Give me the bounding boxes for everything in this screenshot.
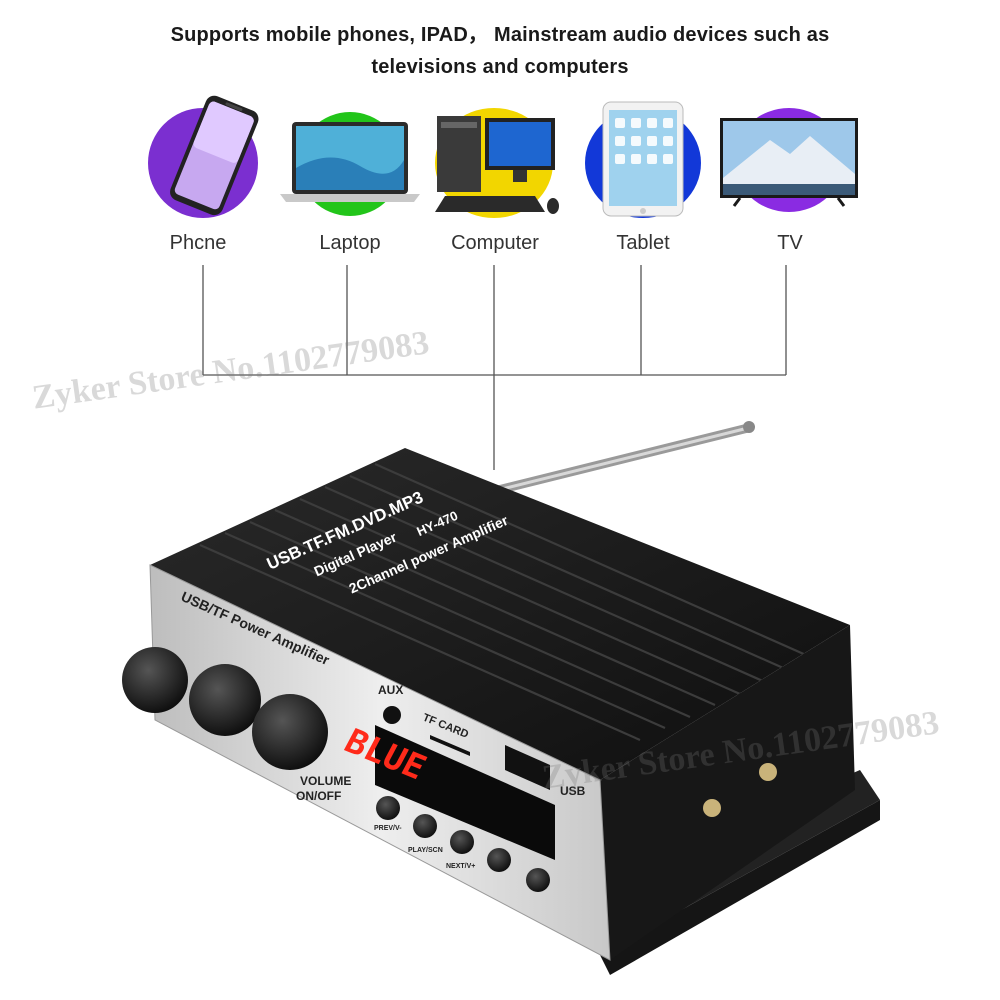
play-button[interactable] [413,814,437,838]
prev-label: PREV/V- [374,825,402,832]
repeat-button[interactable] [526,868,550,892]
knob-volume[interactable] [252,694,328,770]
computer-icon [435,116,559,214]
mode-button[interactable] [487,848,511,872]
device-label-tablet: Tablet [616,232,670,254]
next-label: NEXT/V+ [446,863,475,870]
headline-line-1: Supports mobile phones, IPAD， Mainstream… [170,24,830,46]
heatsink-fins [199,462,816,742]
tv-icon [720,118,858,207]
usb-label: USB [560,784,586,798]
knob-bass[interactable] [122,647,188,713]
device-tv [710,88,870,228]
headline-line-2: televisions and computers [371,56,629,78]
laptop-icon [280,122,420,202]
knob-treble[interactable] [189,664,261,736]
prev-button[interactable] [376,796,400,820]
led-display [375,725,555,860]
device-label-laptop: Laptop [319,232,381,254]
volume-label: VOLUME [300,774,351,788]
device-label-phone: Phcne [169,232,227,254]
terminal-screw [759,763,777,781]
antenna [485,421,755,497]
phone-icon [170,95,259,216]
play-label: PLAY/SCN [408,847,443,854]
aux-jack[interactable] [383,706,401,724]
device-laptop [270,88,430,228]
next-button[interactable] [450,830,474,854]
terminal-screw [703,799,721,817]
aux-label: AUX [378,683,403,697]
device-tablet [565,88,725,228]
device-label-computer: Computer [451,232,539,254]
device-phone [130,88,290,228]
usb-port[interactable] [505,745,550,790]
mounting-bracket [600,800,880,975]
side-panel [600,625,855,960]
onoff-label: ON/OFF [296,789,341,803]
tf-card-slot[interactable] [430,735,470,756]
control-buttons [376,796,550,892]
tablet-icon [602,101,684,217]
device-computer [415,88,575,228]
device-label-tv: TV [777,232,803,254]
